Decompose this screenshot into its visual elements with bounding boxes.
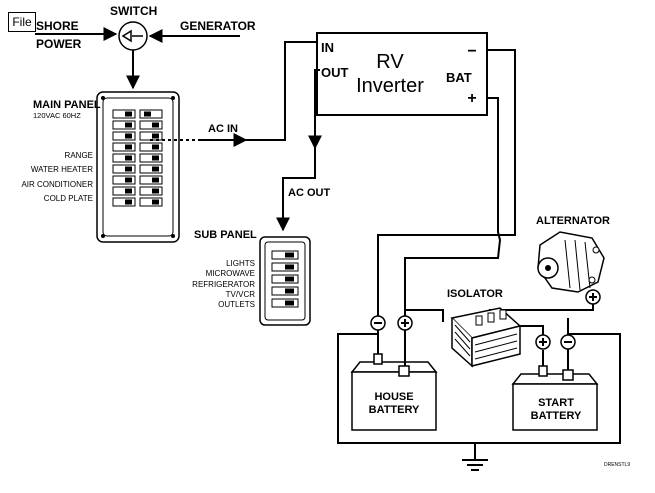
ac-in-wire xyxy=(246,41,320,141)
sub-breaker-switch xyxy=(271,286,299,296)
sub-load-microwave: MICROWAVE xyxy=(206,269,255,278)
ac-in-label: AC IN xyxy=(208,123,238,135)
main-breaker-switch xyxy=(112,142,136,152)
start-positive-terminal xyxy=(535,334,551,350)
main-panel-box xyxy=(96,91,180,243)
house-positive-terminal xyxy=(397,315,413,331)
main-breaker-switch xyxy=(112,186,136,196)
sub-panel-title: SUB PANEL xyxy=(194,229,257,241)
sub-breaker-switch xyxy=(271,250,299,260)
main-breaker-switch xyxy=(112,131,136,141)
alternator-icon xyxy=(537,231,605,293)
sub-breaker-switch xyxy=(271,274,299,284)
main-breaker-switch xyxy=(139,197,163,207)
main-load-water-heater: WATER HEATER xyxy=(31,165,93,174)
negative-wire xyxy=(377,49,516,318)
house-battery-label-2: BATTERY xyxy=(369,404,420,416)
sub-load-outlets: OUTLETS xyxy=(218,300,255,309)
inverter-minus-sign: − xyxy=(467,43,476,60)
start-battery-label-2: BATTERY xyxy=(531,410,582,422)
house-battery-label-1: HOUSE xyxy=(374,391,413,403)
inverter-in-label: IN xyxy=(321,40,334,55)
main-breaker-switch xyxy=(139,186,163,196)
main-breaker-switch xyxy=(112,164,136,174)
main-load-air-conditioner: AIR CONDITIONER xyxy=(21,180,93,189)
shore-label-2: POWER xyxy=(36,37,82,51)
start-battery-label-1: START xyxy=(538,397,574,409)
ac-out-wire xyxy=(276,145,316,232)
inverter-title-2: Inverter xyxy=(356,75,424,97)
main-load-cold-plate: COLD PLATE xyxy=(44,194,93,203)
main-breaker-switch xyxy=(112,120,136,130)
isolator-icon xyxy=(450,307,522,368)
sub-panel-box xyxy=(259,236,311,326)
main-breaker-switch xyxy=(112,153,136,163)
main-load-range: RANGE xyxy=(65,151,93,160)
ac-out-down-arrow xyxy=(308,69,322,150)
switch-label: SWITCH xyxy=(110,4,157,18)
sub-breaker-switch xyxy=(271,262,299,272)
main-breaker-switch xyxy=(112,109,136,119)
house-battery-icon xyxy=(350,330,438,431)
file-menu-button[interactable]: File xyxy=(8,12,36,32)
alternator-label: ALTERNATOR xyxy=(536,215,610,227)
shore-label-1: SHORE xyxy=(36,19,79,33)
generator-label: GENERATOR xyxy=(180,19,256,33)
sub-breaker-switch xyxy=(271,298,299,308)
ground-bus xyxy=(337,318,621,444)
main-breaker-switch xyxy=(139,109,163,119)
main-breaker-switch xyxy=(139,142,163,152)
main-breaker-switch xyxy=(139,131,163,141)
alternator-positive-terminal xyxy=(585,289,601,305)
main-panel-spec: 120VAC 60HZ xyxy=(33,111,81,120)
start-battery-icon xyxy=(511,365,599,431)
inverter-title-1: RV xyxy=(376,51,404,73)
sub-load-tv-vcr: TV/VCR xyxy=(226,290,256,299)
main-breaker-switch xyxy=(112,175,136,185)
inverter-out-label: OUT xyxy=(321,65,349,80)
main-breaker-switch xyxy=(139,175,163,185)
transfer-switch xyxy=(35,21,240,90)
inverter-plus-sign: + xyxy=(467,90,476,107)
sub-load-lights: LIGHTS xyxy=(226,259,255,268)
isolator-to-start-wire xyxy=(520,325,544,336)
inverter-bat-label: BAT xyxy=(446,70,472,85)
main-panel-title: MAIN PANEL xyxy=(33,99,101,111)
main-breaker-switch xyxy=(112,197,136,207)
isolator-label: ISOLATOR xyxy=(447,288,503,300)
sub-load-refrigerator: REFRIGERATOR xyxy=(192,280,255,289)
main-breaker-switch xyxy=(139,164,163,174)
start-negative-terminal xyxy=(560,334,576,350)
house-negative-terminal xyxy=(370,315,386,331)
main-breaker-switch xyxy=(139,120,163,130)
ac-out-label: AC OUT xyxy=(288,187,330,199)
house-to-isolator-wire xyxy=(404,309,444,322)
positive-wire xyxy=(404,97,502,318)
drawing-code: DRENSTL9 xyxy=(604,462,630,468)
ground-icon xyxy=(462,459,488,471)
inverter-box xyxy=(316,32,488,116)
main-breaker-switch xyxy=(139,153,163,163)
